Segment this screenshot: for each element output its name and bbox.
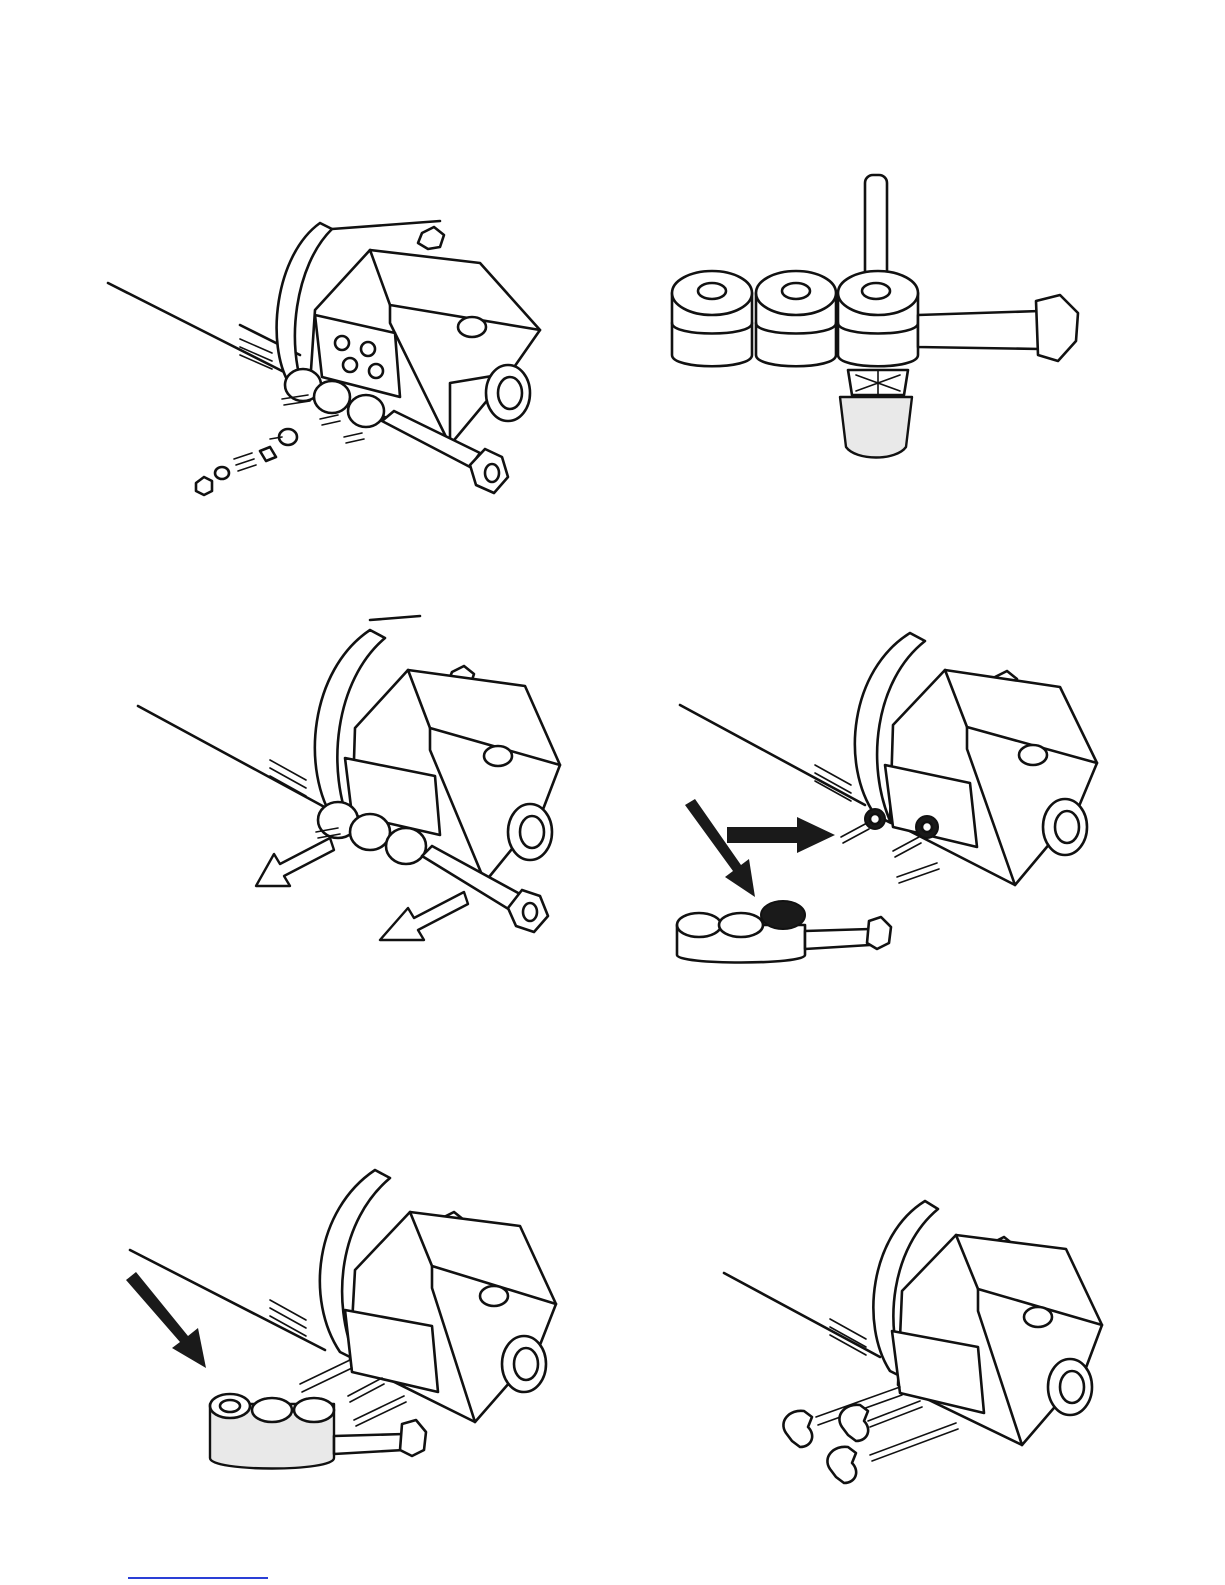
hex-bolt-icon [867, 917, 891, 949]
figure-5-drawing [120, 1160, 570, 1500]
hex-bolt-icon [1036, 295, 1078, 361]
hex-bolt-icon [400, 1420, 426, 1456]
figure-1-drawing [100, 215, 560, 515]
valve-spring [234, 453, 256, 471]
crankcase-edge [130, 1250, 325, 1350]
plunger-retainer [839, 1405, 868, 1441]
figure-manifold-seals [120, 1160, 570, 1500]
open-arrow-icon [256, 838, 334, 886]
oil-cap [458, 317, 486, 337]
manifold-ring-3 [348, 395, 384, 427]
bearing-cover [1043, 799, 1087, 855]
figure-plunger-retainers [720, 1195, 1120, 1505]
figure-2-drawing [660, 165, 1080, 465]
crankcase-edge [680, 705, 865, 805]
open-arrow-icon [380, 892, 468, 940]
manifold-ring-3 [386, 828, 426, 864]
crankcase-edge [724, 1273, 880, 1357]
solid-arrow-icon [126, 1272, 206, 1368]
plunger-retainer [827, 1447, 856, 1483]
valve-assembly [761, 901, 805, 929]
manifold-ring-2 [314, 381, 350, 413]
oil-cap [1024, 1307, 1052, 1327]
plunger-rod [354, 1396, 406, 1426]
bearing-cover [486, 365, 530, 421]
valve-body [840, 397, 912, 458]
crankcase-edge [108, 283, 290, 375]
bearing-cover [502, 1336, 546, 1392]
plunger-retainer [783, 1411, 812, 1447]
solid-arrow-icon [727, 817, 835, 853]
valve-plug [260, 447, 276, 461]
figure-manifold-with-tool [660, 165, 1080, 465]
crankcase-edge [138, 706, 330, 810]
bearing-cover [508, 804, 552, 860]
plunger-rod [870, 1423, 958, 1461]
plunger-rod [348, 1378, 384, 1402]
figure-3-drawing [130, 610, 570, 950]
outlet-pipe [805, 929, 870, 949]
footer-link-underline[interactable] [128, 1577, 268, 1579]
figure-valve-assembly-removed [665, 615, 1105, 975]
bearing-cover [1048, 1359, 1092, 1415]
manifold-ring-2 [350, 814, 390, 850]
plunger-rod [300, 1360, 352, 1392]
figure-4-drawing [665, 615, 1105, 975]
outlet-pipe [334, 1434, 404, 1454]
oil-cap [1019, 745, 1047, 765]
solid-arrow-icon [685, 799, 755, 897]
oil-cap [480, 1286, 508, 1306]
figure-pump-valve-disassembly [100, 215, 560, 515]
hex-bolt-icon [418, 227, 444, 249]
figure-6-drawing [720, 1195, 1120, 1505]
figure-manifold-removal [130, 610, 570, 950]
hex-bolt-icon [196, 477, 212, 495]
outlet-pipe [918, 311, 1040, 349]
washer [215, 467, 229, 479]
oil-cap [484, 746, 512, 766]
